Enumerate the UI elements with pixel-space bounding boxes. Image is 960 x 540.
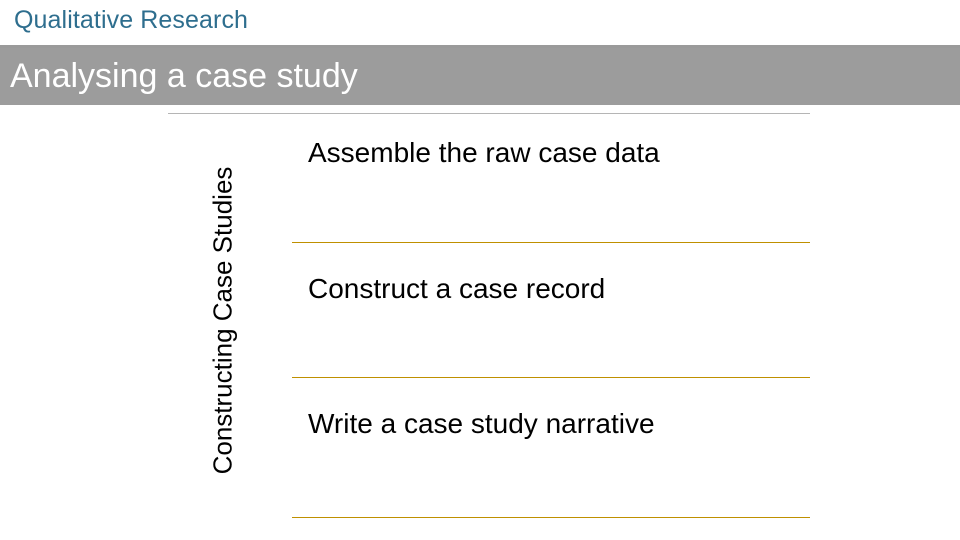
slide-kicker: Qualitative Research (14, 6, 249, 34)
process-step-2: Construct a case record (308, 273, 606, 304)
diagram-top-divider (168, 113, 810, 114)
process-step-3: Write a case study narrative (308, 408, 655, 439)
vertical-axis-label-text: Constructing Case Studies (207, 166, 238, 474)
step-divider-1 (292, 242, 810, 243)
title-bar (0, 48, 960, 105)
step-divider-2 (292, 377, 810, 378)
header-divider (0, 45, 960, 48)
process-step-1: Assemble the raw case data (308, 137, 660, 168)
slide-title: Analysing a case study (10, 57, 358, 95)
step-divider-3 (292, 517, 810, 518)
case-study-process-diagram: Constructing Case Studies Assemble the r… (0, 105, 960, 540)
vertical-axis-label: Constructing Case Studies (205, 140, 241, 500)
